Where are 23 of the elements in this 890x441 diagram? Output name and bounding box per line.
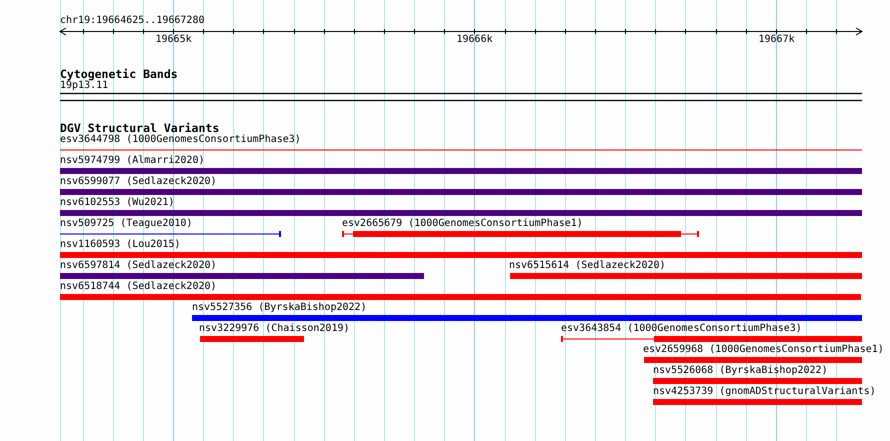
feature-label: nsv6599077 (Sedlazeck2020) [60,177,217,187]
track-heading: Cytogenetic Bands [60,68,178,80]
feature-label: nsv1160593 (Lou2015) [60,240,180,250]
tick-label: 19667k [758,35,795,45]
feature-label: esv3643854 (1000GenomesConsortiumPhase3) [561,324,802,334]
feature-label: nsv6597814 (Sedlazeck2020) [60,261,217,271]
feature-label: esv3644798 (1000GenomesConsortiumPhase3) [60,135,301,145]
feature-label: nsv3229976 (Chaisson2019) [199,324,350,334]
tick-label: 19665k [156,35,192,45]
feature-label: nsv6102553 (Wu2021) [60,198,174,208]
feature-label: nsv509725 (Teague2010) [60,219,192,229]
band-label: 19p13.11 [60,81,108,91]
feature-label: nsv5526068 (ByrskaBishop2022) [653,366,828,376]
track-heading: DGV Structural Variants [60,122,220,134]
location-label: chr19:19664625..19667280 [60,16,204,26]
feature-label: esv2659968 (1000GenomesConsortiumPhase1) [643,345,884,355]
feature-label: nsv5527356 (ByrskaBishop2022) [192,303,367,313]
feature-label: esv2665679 (1000GenomesConsortiumPhase1) [342,219,583,229]
feature-label: nsv6515614 (Sedlazeck2020) [509,261,666,271]
feature-label: nsv6518744 (Sedlazeck2020) [60,282,217,292]
feature-label: nsv5974799 (Almarri2020) [60,156,204,166]
tick-label: 19666k [456,35,493,45]
feature-label: nsv4253739 (gnomADStructuralVariants) [653,387,876,397]
